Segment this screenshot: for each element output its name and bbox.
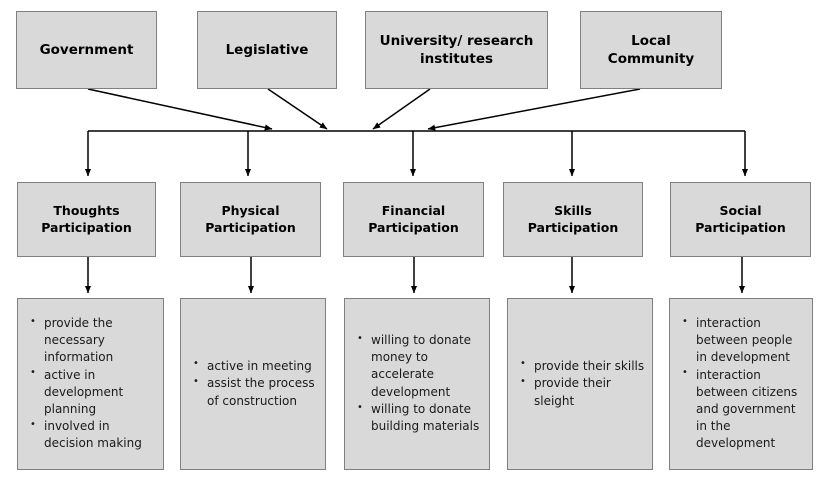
list-item: interaction between citizens and governm… [682,366,806,452]
details-list-physical: active in meetingassist the process of c… [181,357,325,410]
participation-box-physical[interactable]: Physical Participation [180,182,321,257]
connector-local-community-to-bus [427,88,641,131]
list-item: provide their sleight [520,375,646,409]
connector-university-to-bus [372,88,431,130]
stakeholder-label-university-research-institutes: University/ research institutes [379,32,534,67]
stakeholder-label-government: Government [39,41,134,58]
list-item: provide their skills [520,357,646,375]
list-item: involved in decision making [30,418,157,452]
connector-legislative-to-bus [267,88,328,130]
connector-government-to-bus [87,88,273,131]
list-item: interaction between people in developmen… [682,315,806,366]
stakeholder-box-local-community[interactable]: Local Community [580,11,722,89]
participation-box-social[interactable]: Social Participation [670,182,811,257]
details-box-skills[interactable]: provide their skillsprovide their sleigh… [507,298,653,470]
list-item: assist the process of construction [193,375,319,409]
details-box-social[interactable]: interaction between people in developmen… [669,298,813,470]
participation-label-thoughts: Thoughts Participation [41,202,132,235]
participation-box-thoughts[interactable]: Thoughts Participation [17,182,156,257]
participation-label-financial: Financial Participation [368,202,459,235]
details-list-financial: willing to donate money to accelerate de… [345,332,489,435]
stakeholder-label-legislative: Legislative [225,41,309,58]
details-box-physical[interactable]: active in meetingassist the process of c… [180,298,326,470]
list-item: willing to donate building materials [357,401,483,435]
list-item: active in meeting [193,357,319,375]
participation-box-financial[interactable]: Financial Participation [343,182,484,257]
list-item: provide the necessary information [30,315,157,366]
details-list-skills: provide their skillsprovide their sleigh… [508,357,652,410]
participation-label-social: Social Participation [695,202,786,235]
participation-label-skills: Skills Participation [527,202,619,235]
details-box-thoughts[interactable]: provide the necessary informationactive … [17,298,164,470]
list-item: willing to donate money to accelerate de… [357,332,483,400]
participation-box-skills[interactable]: Skills Participation [503,182,643,257]
stakeholder-box-government[interactable]: Government [16,11,157,89]
details-list-thoughts: provide the necessary informationactive … [18,315,163,453]
participation-label-physical: Physical Participation [205,202,296,235]
details-box-financial[interactable]: willing to donate money to accelerate de… [344,298,490,470]
stakeholder-label-local-community: Local Community [607,32,695,67]
details-list-social: interaction between people in developmen… [670,315,812,452]
stakeholder-box-legislative[interactable]: Legislative [197,11,337,89]
list-item: active in development planning [30,366,157,418]
stakeholder-box-university-research-institutes[interactable]: University/ research institutes [365,11,548,89]
